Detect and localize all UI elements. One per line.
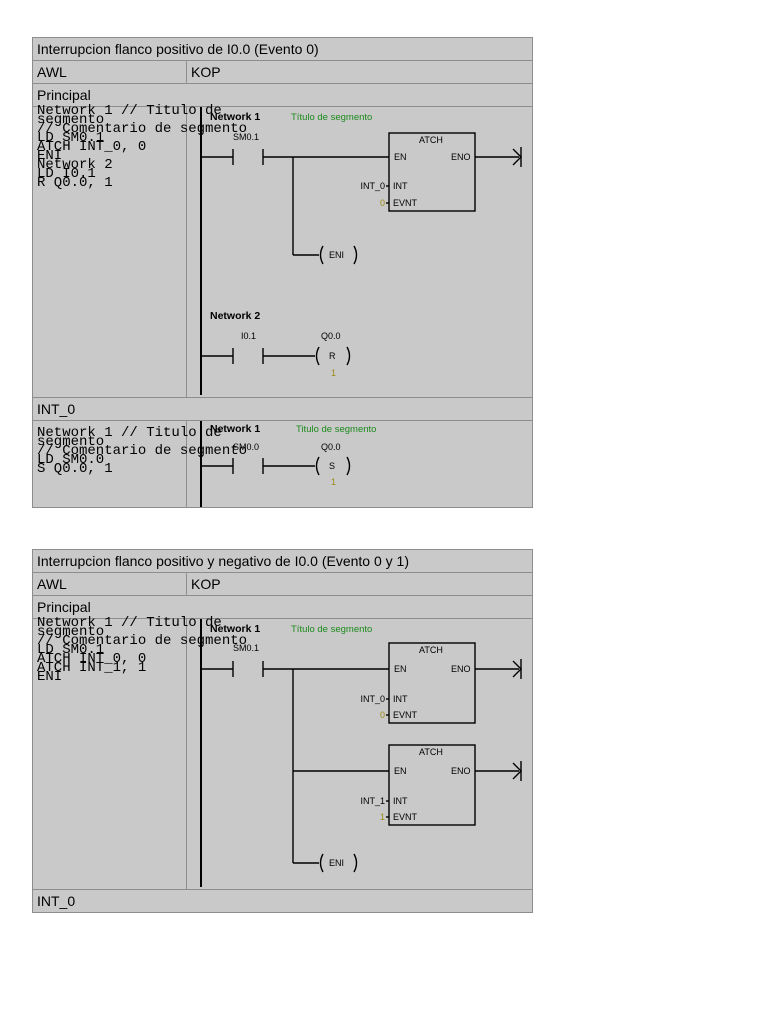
pin-int: INT	[393, 796, 408, 806]
evnt-value: 0	[380, 198, 385, 208]
box-name: ATCH	[419, 135, 443, 145]
int-value: INT_0	[360, 181, 385, 191]
eni-coil: ENI	[329, 858, 344, 868]
network-label: Network 1	[210, 423, 260, 435]
kop-diagram-principal: Network 1 Título de segmento SM0.1 ATCH …	[186, 106, 533, 398]
awl-code-int: Network 1 // Titulo de segmento // Comen…	[32, 420, 247, 508]
ladder-diagram: Network 1 Título de segmento SM0.1 ATCH …	[200, 107, 522, 395]
principal-label: Principal	[32, 83, 533, 107]
contact-address: SM0.1	[233, 643, 259, 653]
section-title: Interrupcion flanco positivo de I0.0 (Ev…	[32, 37, 533, 61]
coil-type: R	[329, 351, 336, 361]
box-name: ATCH	[419, 747, 443, 757]
column-header-awl: AWL	[32, 572, 187, 596]
pin-evnt: EVNT	[393, 198, 418, 208]
pin-int: INT	[393, 181, 408, 191]
atch-box	[388, 642, 476, 724]
network-label: Network 1	[210, 623, 260, 635]
coil-left-icon	[315, 346, 320, 366]
contact-address: SM0.0	[233, 442, 259, 452]
column-header-awl: AWL	[32, 60, 187, 84]
coil-count: 1	[331, 477, 336, 487]
column-header-kop: KOP	[186, 60, 533, 84]
pin-eno: ENO	[451, 766, 471, 776]
contact-address: SM0.1	[233, 132, 259, 142]
awl-code-principal: Network 1 // Titulo de segmento // Comen…	[32, 104, 247, 398]
pin-int: INT	[393, 694, 408, 704]
coil-left-icon	[315, 456, 320, 476]
pin-en: EN	[394, 766, 407, 776]
box-name: ATCH	[419, 645, 443, 655]
coil-address: Q0.0	[321, 442, 341, 452]
pin-evnt: EVNT	[393, 710, 418, 720]
plc-table-2: Interrupcion flanco positivo y negativo …	[32, 549, 533, 913]
ladder-diagram: Network 1 Titulo de segmento SM0.0 Q0.0 …	[200, 421, 376, 507]
section-title: Interrupcion flanco positivo y negativo …	[32, 549, 533, 573]
eni-coil: ENI	[329, 250, 344, 260]
plc-table-1: Interrupcion flanco positivo de I0.0 (Ev…	[32, 37, 533, 508]
segment-title: Título de segmento	[291, 112, 372, 123]
pin-en: EN	[394, 664, 407, 674]
int-label: INT_0	[32, 397, 533, 421]
segment-title: Título de segmento	[291, 624, 372, 635]
coil-right-icon	[353, 853, 358, 873]
int-label: INT_0	[32, 889, 533, 913]
evnt-value: 1	[380, 812, 385, 822]
atch-box	[388, 744, 476, 826]
coil-count: 1	[331, 368, 336, 378]
coil-left-icon	[319, 245, 324, 265]
evnt-value: 0	[380, 710, 385, 720]
int-value: INT_1	[360, 796, 385, 806]
coil-type: S	[329, 461, 335, 471]
ladder-diagram: Network 1 Título de segmento SM0.1 ATCH …	[200, 619, 522, 887]
coil-right-icon	[353, 245, 358, 265]
pin-en: EN	[394, 152, 407, 162]
atch-box	[388, 132, 476, 212]
pin-eno: ENO	[451, 152, 471, 162]
coil-left-icon	[319, 853, 324, 873]
coil-right-icon	[346, 456, 351, 476]
network-label: Network 1	[210, 111, 260, 123]
pin-evnt: EVNT	[393, 812, 418, 822]
pin-eno: ENO	[451, 664, 471, 674]
segment-title: Titulo de segmento	[296, 424, 376, 435]
kop-diagram-int: Network 1 Titulo de segmento SM0.0 Q0.0 …	[186, 420, 533, 508]
int-value: INT_0	[360, 694, 385, 704]
awl-code-principal: Network 1 // Titulo de segmento // Comen…	[32, 616, 247, 890]
network-label: Network 2	[210, 310, 260, 322]
kop-diagram-principal: Network 1 Título de segmento SM0.1 ATCH …	[186, 618, 533, 890]
contact-address: I0.1	[241, 331, 256, 341]
column-header-kop: KOP	[186, 572, 533, 596]
coil-right-icon	[346, 346, 351, 366]
coil-address: Q0.0	[321, 331, 341, 341]
principal-label: Principal	[32, 595, 533, 619]
